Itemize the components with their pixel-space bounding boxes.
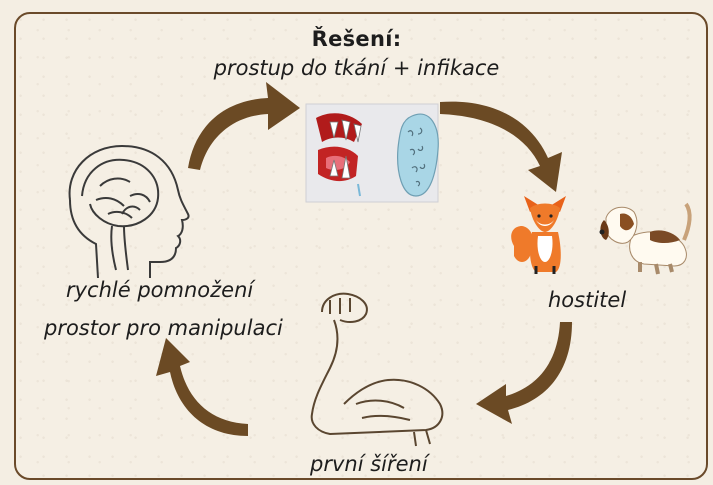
cycle-arrow-4	[156, 338, 248, 436]
label-hostitel: hostitel	[548, 288, 627, 312]
label-rychle-pomnozeni: rychlé pomnožení	[66, 278, 254, 302]
dog-icon	[599, 202, 692, 275]
cycle-arrow-2	[440, 101, 562, 192]
bacteria-cell-icon	[397, 113, 439, 197]
diagram-title: Řešení:	[311, 27, 402, 51]
diagram-subtitle: prostup do tkání + infikace	[213, 56, 500, 80]
diagram-frame	[14, 12, 708, 480]
cycle-arrow-3	[476, 322, 572, 424]
cycle-arrow-1	[188, 82, 300, 170]
label-prostor-pro-manipulaci: prostor pro manipulaci	[44, 316, 283, 340]
flexed-arm-icon	[310, 292, 444, 447]
brain-head-icon	[68, 144, 190, 279]
label-prvni-sireni: první šíření	[310, 452, 428, 476]
fox-icon	[511, 196, 566, 274]
